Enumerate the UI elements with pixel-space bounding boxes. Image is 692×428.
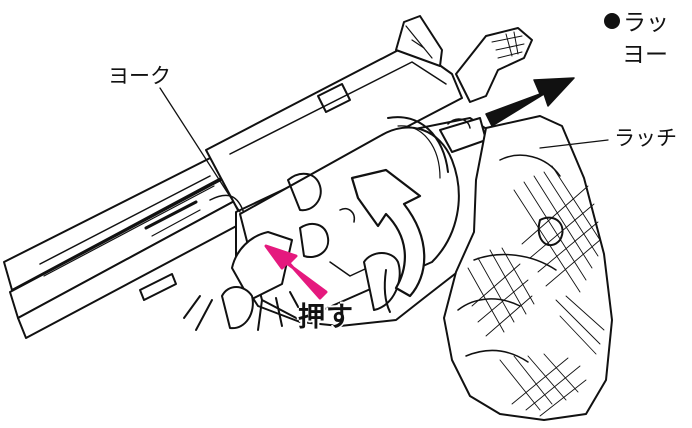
hammer	[456, 28, 532, 102]
push-label: 押す	[298, 304, 354, 331]
note-line-1-text: ラッ	[623, 10, 669, 36]
bullet-icon	[604, 13, 620, 29]
yoke-label: ヨーク	[108, 66, 171, 87]
note-line-2: ヨー	[622, 44, 668, 67]
latch-label: ラッチ	[614, 128, 677, 149]
note-line-1: ラッ	[604, 12, 669, 35]
